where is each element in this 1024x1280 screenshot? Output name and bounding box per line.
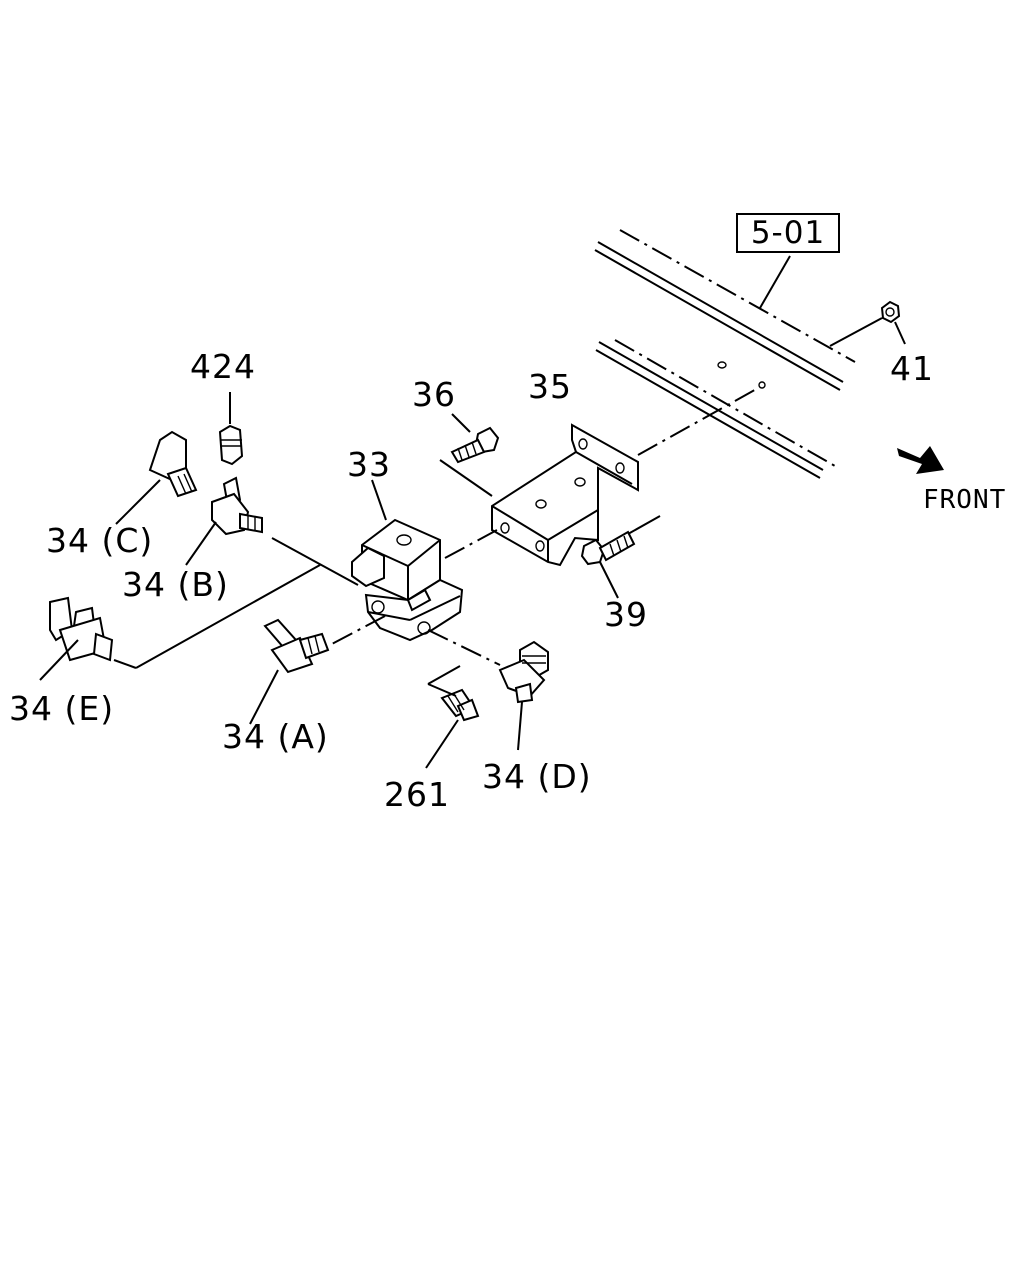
callout-35: 35 (528, 367, 572, 406)
callout-39: 39 (604, 595, 648, 634)
callout-34c: 34 (C) (46, 521, 154, 560)
fitting-424 (218, 424, 244, 466)
plug-261 (440, 688, 480, 722)
reference-box-5-01: 5-01 (736, 213, 840, 253)
bolt-36 (450, 426, 500, 464)
callout-261: 261 (384, 775, 450, 814)
callout-424: 424 (190, 347, 256, 386)
callout-33: 33 (347, 445, 391, 484)
bracket-35 (491, 423, 639, 567)
fitting-34c (148, 430, 198, 498)
solenoid-valve-33 (351, 518, 464, 642)
fitting-34b (211, 476, 263, 536)
callout-36: 36 (412, 375, 456, 414)
fitting-34a (263, 618, 330, 674)
callout-34e: 34 (E) (9, 689, 115, 728)
arrow-icon (897, 446, 944, 474)
fitting-34d (498, 640, 549, 704)
frame-rail (594, 229, 856, 479)
nut-41 (880, 300, 901, 324)
callout-34a: 34 (A) (222, 717, 329, 756)
front-direction-label: FRONT (923, 485, 1007, 515)
callout-34b: 34 (B) (122, 565, 229, 604)
fitting-34e (49, 596, 114, 662)
callout-34d: 34 (D) (482, 757, 592, 796)
callout-41: 41 (890, 349, 934, 388)
